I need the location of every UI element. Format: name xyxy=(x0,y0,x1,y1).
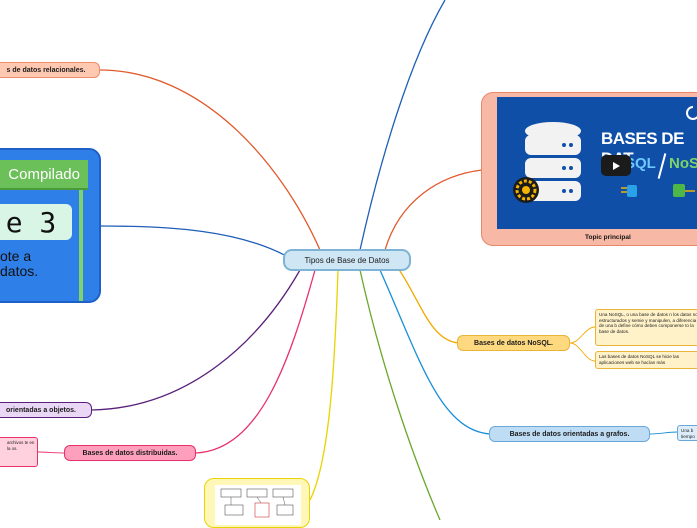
link-top xyxy=(359,0,446,251)
link-nosql-note1 xyxy=(569,326,596,344)
video-thumbnail[interactable]: BASES DE DAT SQL NoS xyxy=(497,97,697,229)
diagram-image-card[interactable] xyxy=(204,478,310,528)
link-grafos xyxy=(379,269,491,435)
compilado-line2: datos. xyxy=(0,263,39,279)
note-nosql-1: Una NoSQL, o una base de datos n los dat… xyxy=(595,309,697,346)
link-objetos xyxy=(91,269,301,411)
link-nosql xyxy=(397,267,459,344)
compilado-card[interactable]: Compilado e 3 ote a datos. xyxy=(0,148,101,303)
loading-icon xyxy=(686,106,697,120)
note-grafos-1-text: Una b tiempo xyxy=(681,428,695,439)
link-bottom xyxy=(359,269,441,520)
topic-relacionales[interactable]: s de datos relacionales. xyxy=(0,62,100,78)
link-nosql-note2 xyxy=(569,342,596,362)
link-compilado xyxy=(99,225,291,259)
central-topic-label: Tipos de Base de Datos xyxy=(304,255,390,265)
compilado-number-box: e 3 xyxy=(0,204,72,240)
compilado-stripe xyxy=(79,190,83,301)
topic-distribuidas-label: Bases de datos distribuidas. xyxy=(82,449,178,457)
gear-icon xyxy=(513,177,539,203)
compilado-banner-label: Compilado xyxy=(8,165,80,183)
database-icon xyxy=(525,122,581,201)
play-icon xyxy=(613,161,620,170)
sql-logo-icon xyxy=(621,185,637,197)
link-grafos-note xyxy=(649,431,678,435)
play-button[interactable] xyxy=(601,155,631,176)
topic-nosql-label: Bases de datos NoSQL. xyxy=(474,339,553,347)
diagram-thumbnail-icon xyxy=(215,485,301,525)
link-distribuidas xyxy=(195,269,316,454)
compilado-banner: Compilado xyxy=(0,160,88,190)
link-distribuidas-note xyxy=(37,451,65,454)
central-topic[interactable]: Tipos de Base de Datos xyxy=(283,249,411,271)
compilado-number: e 3 xyxy=(5,205,57,239)
topic-nosql[interactable]: Bases de datos NoSQL. xyxy=(457,335,570,351)
note-grafos-1: Una b tiempo xyxy=(677,425,697,441)
note-nosql-2-text: Las bases de datos NoSQL se hicie las ap… xyxy=(599,354,680,365)
video-caption: Topic principal xyxy=(585,234,631,241)
note-nosql-2: Las bases de datos NoSQL se hicie las ap… xyxy=(595,351,697,369)
video-topic-card[interactable]: BASES DE DAT SQL NoS Topic principal xyxy=(481,92,697,246)
topic-relacionales-label: s de datos relacionales. xyxy=(6,66,86,74)
note-distribuidas-1-text: archivos te en la os. xyxy=(7,440,35,451)
topic-grafos[interactable]: Bases de datos orientadas a grafos. xyxy=(489,426,650,442)
note-nosql-1-text: Una NoSQL, o una base de datos n los dat… xyxy=(599,312,697,334)
topic-objetos-label: orientadas a objetos. xyxy=(5,406,77,414)
topic-grafos-label: Bases de datos orientadas a grafos. xyxy=(509,430,630,438)
topic-objetos[interactable]: orientadas a objetos. xyxy=(0,402,92,418)
topic-distribuidas[interactable]: Bases de datos distribuidas. xyxy=(64,445,196,461)
link-image xyxy=(309,269,339,501)
link-relacionales xyxy=(99,69,321,251)
compilado-line1: ote a xyxy=(0,248,32,264)
video-sql-label: SQL xyxy=(625,155,656,172)
link-video xyxy=(384,169,483,251)
note-distribuidas-1: archivos te en la os. xyxy=(0,437,38,467)
nosql-logo-icon xyxy=(673,184,695,197)
video-nosql-label: NoS xyxy=(669,155,697,172)
